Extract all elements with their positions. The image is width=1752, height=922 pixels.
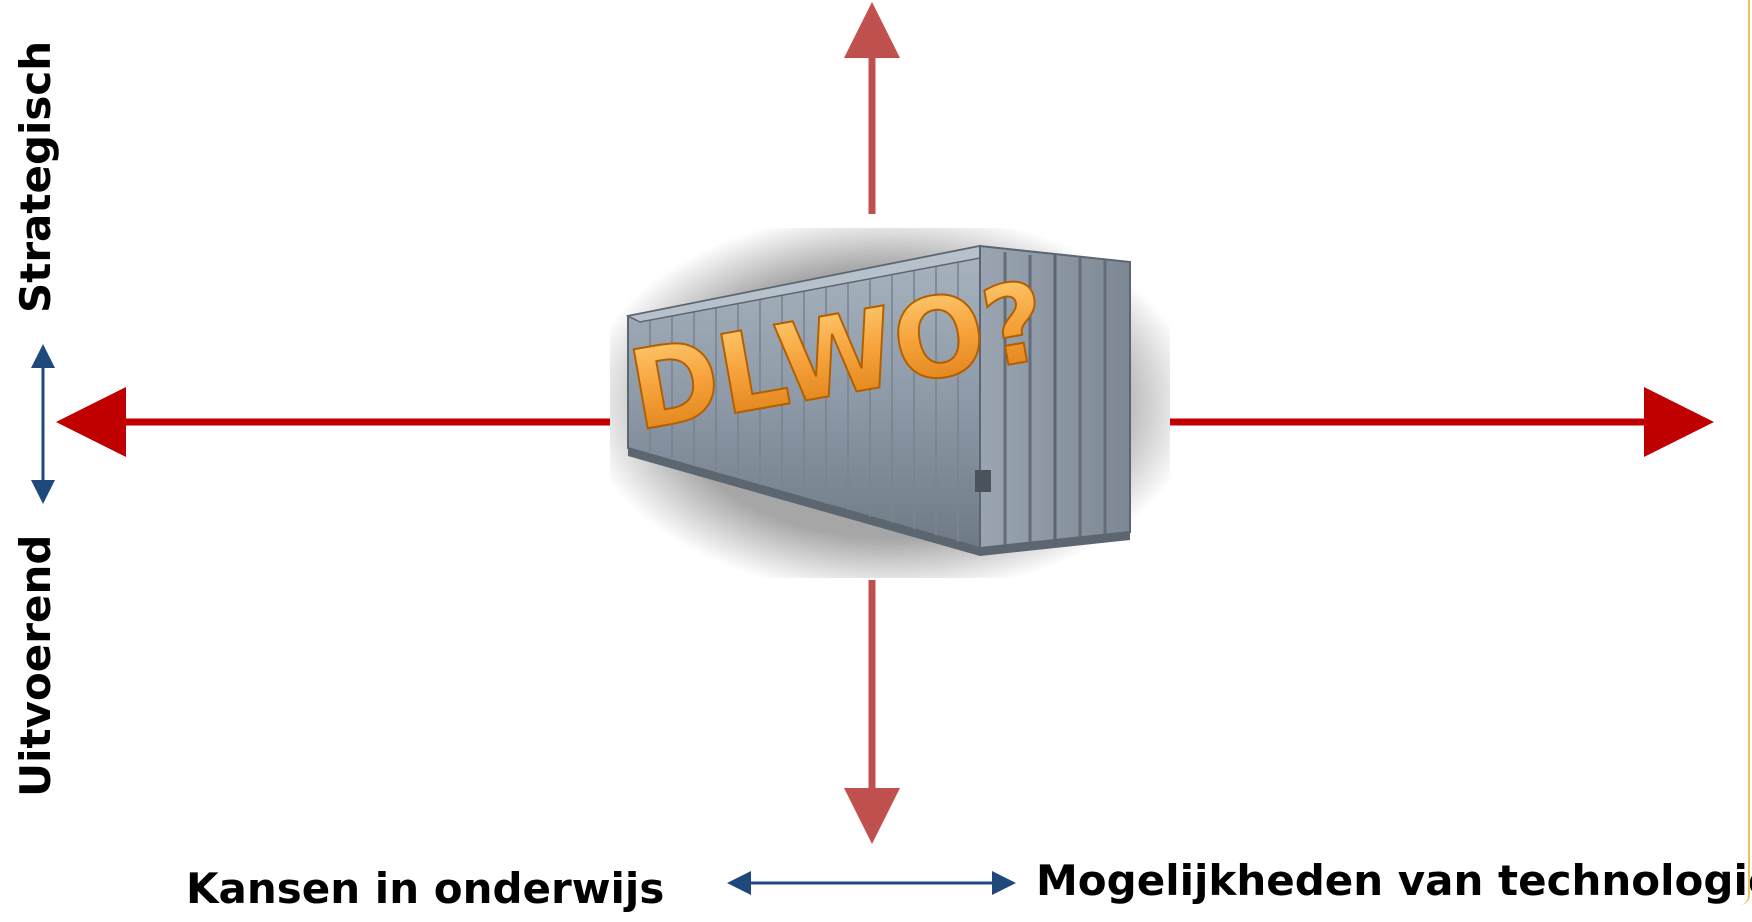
label-education-opportunities: Kansen in onderwijs: [186, 864, 665, 913]
label-strategic: Strategisch: [11, 40, 60, 313]
label-technology-possibilities: Mogelijkheden van technologie: [1036, 856, 1752, 905]
frame-border: [1740, 0, 1750, 905]
label-executing: Uitvoerend: [11, 534, 60, 797]
shipping-container-illustration: [610, 228, 1170, 578]
